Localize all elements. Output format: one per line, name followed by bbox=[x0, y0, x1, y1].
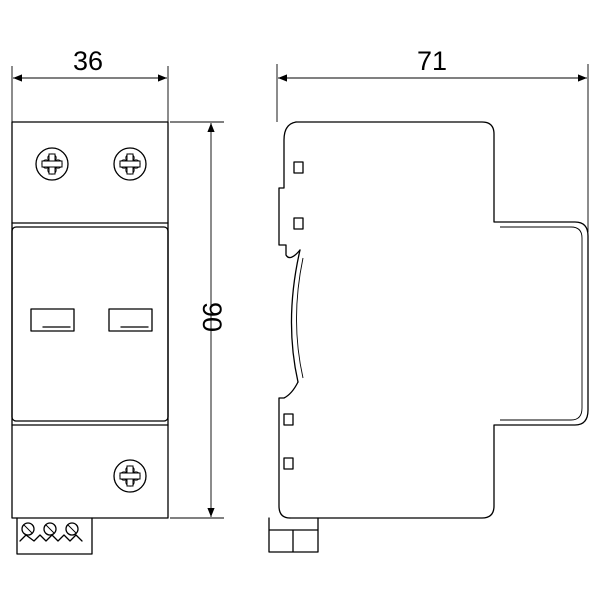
din-clip-upper bbox=[278, 121, 301, 259]
side-body-outline bbox=[289, 121, 589, 519]
status-window-right bbox=[108, 308, 153, 332]
depth-label: 71 bbox=[417, 46, 447, 76]
aperture-1 bbox=[293, 161, 304, 174]
din-rail-curve bbox=[290, 249, 301, 383]
width-label: 36 bbox=[73, 46, 103, 76]
height-dimension: 90 bbox=[170, 121, 227, 519]
terminal-screw-bottom bbox=[113, 459, 147, 493]
side-face-inner-line bbox=[500, 226, 583, 421]
status-window-left bbox=[30, 308, 75, 332]
front-view: 36 bbox=[11, 46, 227, 555]
aperture-4 bbox=[283, 457, 294, 470]
din-clip-lower bbox=[278, 381, 299, 519]
terminal-screw-top-right bbox=[113, 147, 147, 181]
remote-contact-connector bbox=[16, 517, 93, 555]
side-view: 71 bbox=[268, 46, 589, 553]
aperture-3 bbox=[283, 413, 294, 426]
height-label: 90 bbox=[197, 302, 227, 332]
middle-module-outline bbox=[11, 226, 169, 422]
width-dimension: 36 bbox=[11, 46, 169, 122]
front-body bbox=[11, 121, 169, 519]
aperture-2 bbox=[293, 217, 304, 230]
side-connector bbox=[268, 517, 319, 553]
din-rail-inner bbox=[296, 257, 304, 379]
terminal-screw-top-left bbox=[35, 147, 69, 181]
depth-dimension: 71 bbox=[276, 46, 589, 232]
